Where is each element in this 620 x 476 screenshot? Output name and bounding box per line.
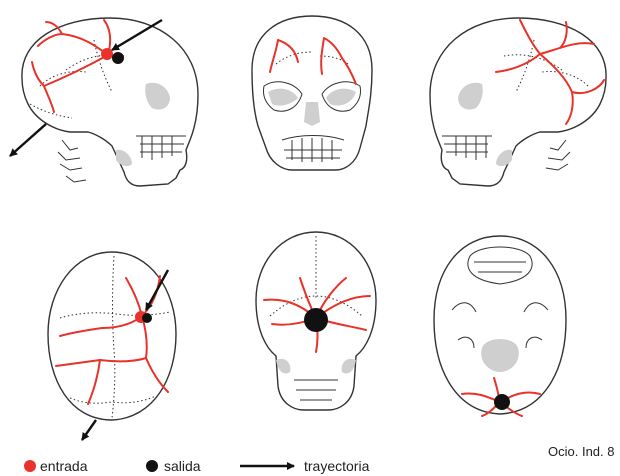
trajectory-arrow-out-right-lateral [10,124,46,156]
legend-entry-label: entrada [40,458,88,474]
exit-wound-right-lateral [112,52,124,64]
exit-wound-posterior [304,308,328,332]
skull-lateral-left-view [430,18,606,186]
skull-back-view [256,232,376,410]
skull-base-view [434,236,566,416]
exit-wound-inferior [494,394,510,410]
entry-wound-right-lateral [101,48,113,60]
skull-lateral-right-view [10,18,198,186]
legend-trajectory-label: trayectoria [304,458,370,474]
legend-exit-marker [146,460,158,472]
skull-frontal-view [252,16,372,170]
legend-entry-marker [24,460,36,472]
legend-exit-label: salida [164,458,201,474]
legend: entrada salida trayectoria [24,458,370,474]
skull-top-view [48,252,176,440]
exit-wound-superior [142,313,152,323]
trajectory-arrow-out-superior [82,420,96,440]
figure-caption: Ocio. Ind. 8 [548,444,614,459]
